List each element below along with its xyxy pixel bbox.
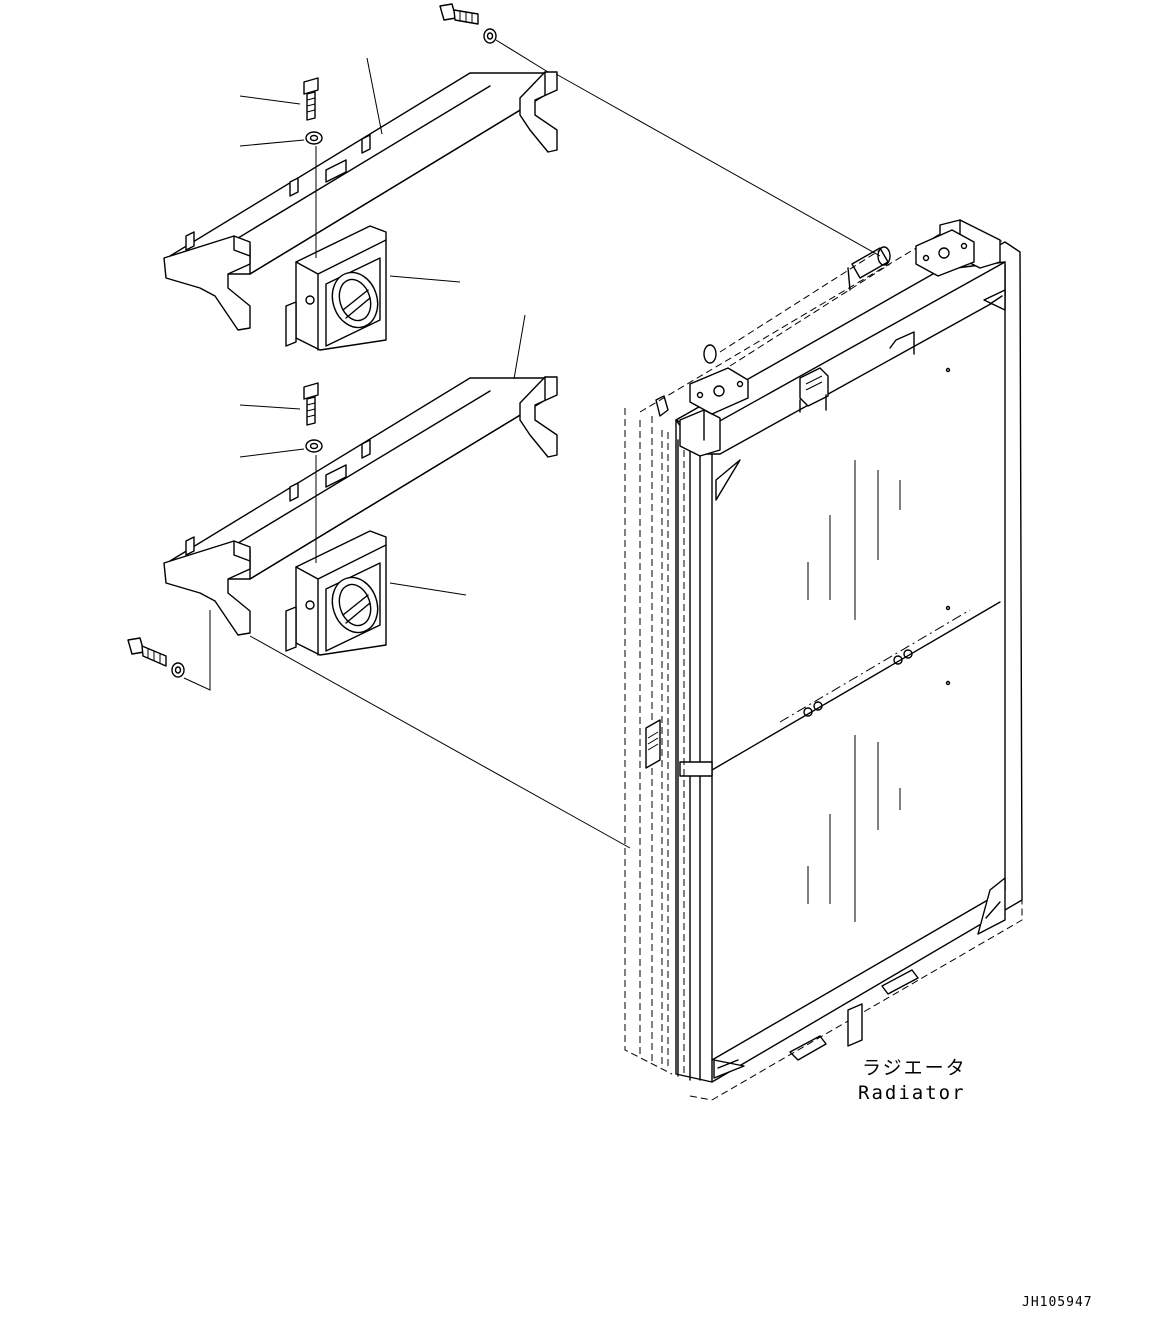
radiator-label-japanese: ラジエータ [862,1057,967,1079]
radiator-label-english: Radiator [858,1082,966,1104]
lower-bolt-and-washer [127,610,211,691]
lower-fan-bracket-assembly [163,314,558,656]
radiator [624,219,1023,1101]
upper-fan-bracket-assembly [163,57,558,351]
top-bolt-and-washer [439,3,549,73]
drawing-number: JH105947 [1022,1295,1093,1310]
alignment-line-bottom [249,635,631,849]
alignment-line-top [555,73,881,257]
